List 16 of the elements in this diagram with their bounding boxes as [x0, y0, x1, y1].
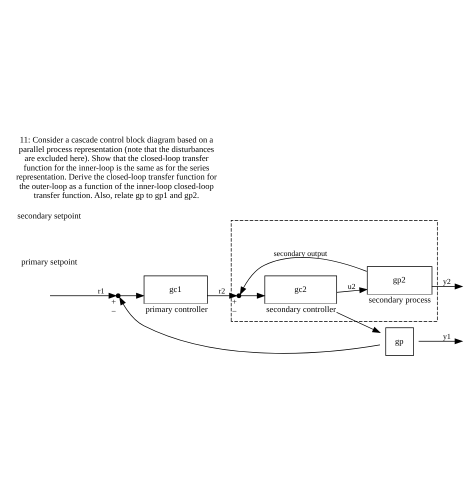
node-label: +	[231, 296, 236, 307]
node-label: primary controller	[144, 304, 208, 314]
node-label: secondary process	[368, 294, 430, 305]
label: primary setpoint	[20, 256, 77, 267]
edge-label: r2	[218, 286, 225, 296]
node-label: secondary controller	[266, 304, 336, 314]
edge-label: y1	[442, 332, 450, 342]
diagram-title: 11: Consider a cascade control block diagram based on a parallel process representation (note that the disturbances are excluded here). Show that the closed-loop transfer function for the inner-loop is the same as for the series representation. Derive the closed-loop transfer function for the outer-loop as a function of the inner-loop closed-loop transfer function. Also, relate gp to gp1 and gp2.	[16, 134, 216, 200]
edge-label: secondary output	[273, 248, 327, 258]
node-label: −	[231, 306, 236, 316]
edge-label: y2	[442, 277, 450, 286]
edge-label: u2	[347, 282, 356, 292]
label: secondary setpoint	[16, 210, 81, 220]
edge-label: r1	[97, 286, 104, 296]
node-label: +	[110, 296, 116, 307]
node-label: −	[110, 306, 116, 316]
